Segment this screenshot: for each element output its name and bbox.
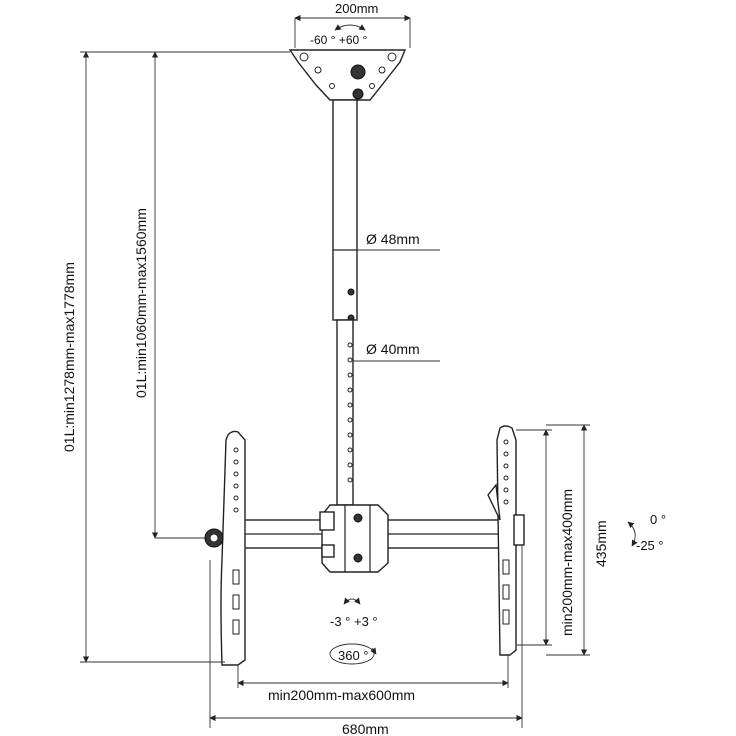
level-adjust-indicator: -3 ° +3 °: [330, 597, 378, 629]
right-vesa-bracket: [487, 425, 525, 656]
upper-diameter-label: Ø 48mm: [366, 231, 420, 247]
plate-width-dimension: 200mm: [294, 1, 411, 48]
plate-width-label: 200mm: [335, 1, 378, 16]
level-adjust-label: -3 ° +3 °: [330, 614, 378, 629]
ceiling-plate: [288, 49, 407, 101]
vesa-height-dimension: min200mm-max400mm: [516, 429, 575, 646]
bracket-height-dimension: 435mm: [546, 424, 609, 656]
center-clamp: [319, 504, 389, 573]
vesa-width-dimension: min200mm-max600mm: [237, 655, 509, 703]
vesa-height-label: min200mm-max400mm: [559, 489, 575, 636]
rotation-indicator: 360 °: [329, 643, 377, 665]
upper-tube: [332, 99, 358, 322]
left-vesa-bracket: [204, 430, 246, 666]
lower-tube: [336, 319, 354, 506]
vesa-width-label: min200mm-max600mm: [268, 687, 415, 703]
overall-width-dimension: 680mm: [209, 545, 523, 736]
tilt-lower-label: -25 °: [636, 538, 664, 553]
overall-height-label: 01L:min1278mm-max1778mm: [61, 262, 77, 452]
pole-height-label: 01L:min1060mm-max1560mm: [133, 208, 149, 398]
overall-height-dimension: 01L:min1278mm-max1778mm: [61, 51, 290, 663]
overall-width-label: 680mm: [342, 721, 389, 736]
lower-diameter-label: Ø 40mm: [366, 341, 420, 357]
tilt-upper-label: 0 °: [650, 512, 666, 527]
ceiling-swivel-indicator: -60 ° +60 °: [310, 24, 368, 47]
rotation-label: 360 °: [338, 648, 369, 663]
upper-diameter-callout: Ø 48mm: [357, 231, 440, 251]
ceiling-swivel-label: -60 ° +60 °: [310, 33, 368, 47]
tilt-indicator: 0 ° -25 °: [627, 512, 666, 553]
lower-diameter-callout: Ø 40mm: [353, 341, 440, 362]
pole-height-dimension: 01L:min1060mm-max1560mm: [133, 51, 205, 539]
bracket-height-label: 435mm: [593, 520, 609, 567]
